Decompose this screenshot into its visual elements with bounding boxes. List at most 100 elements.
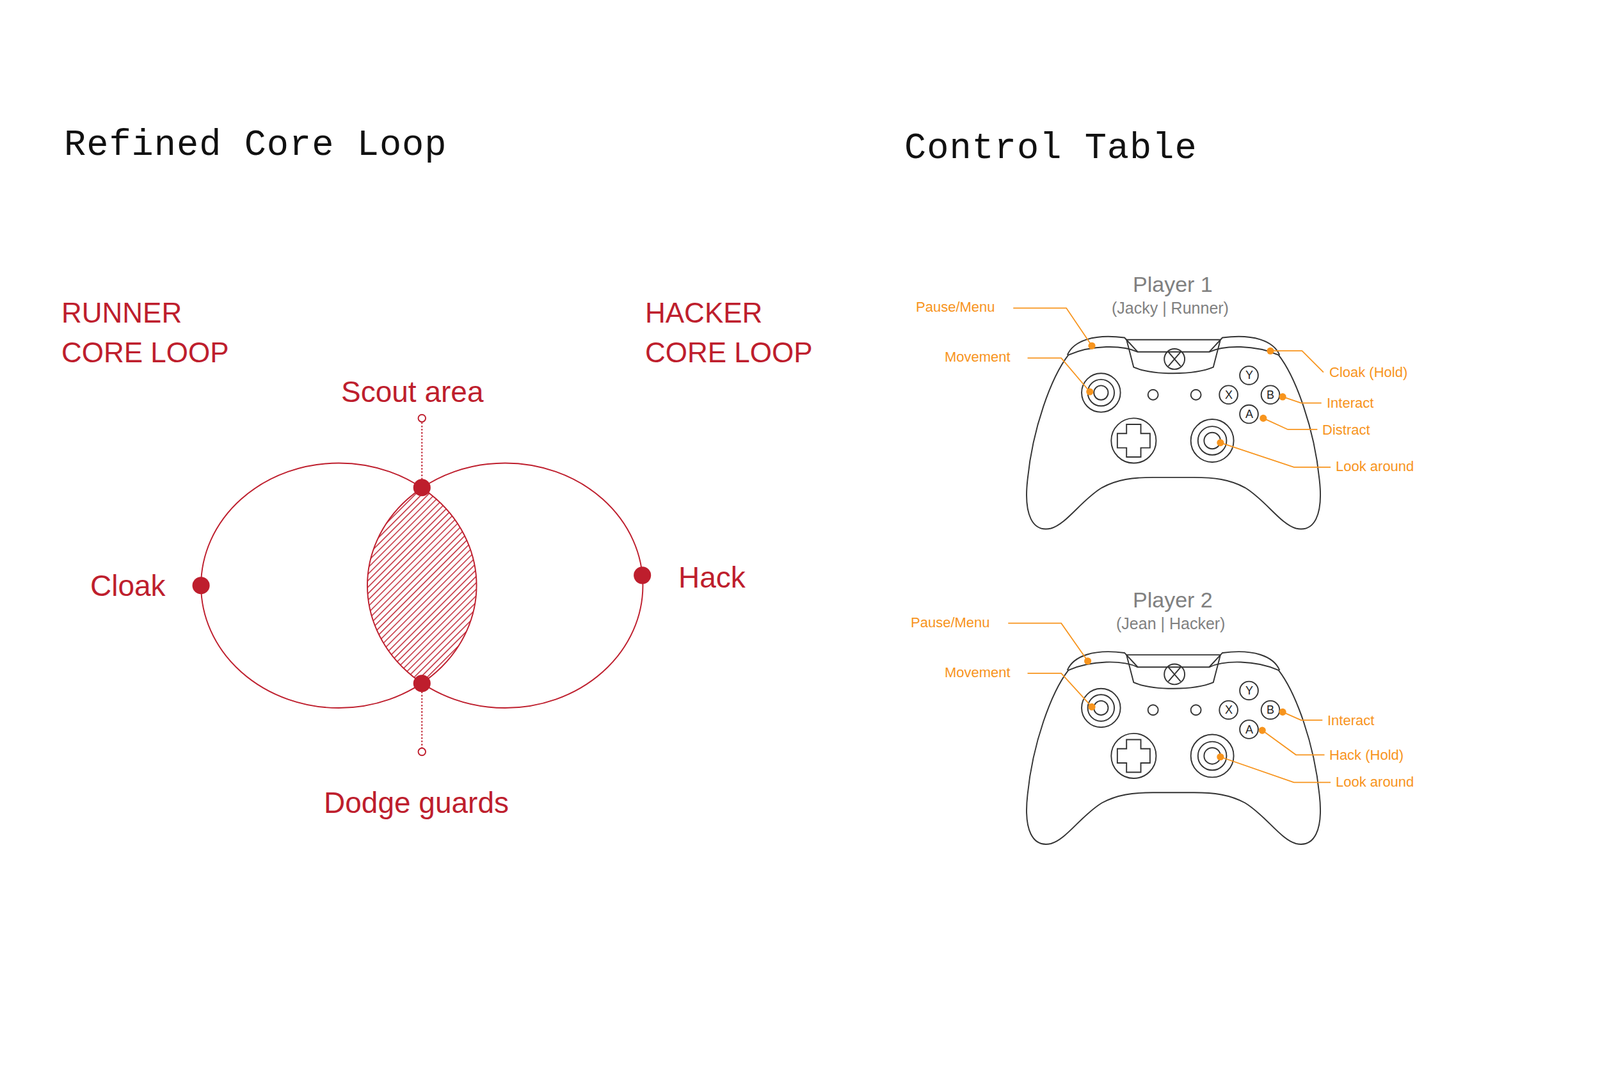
control-label: Cloak (Hold) xyxy=(1329,364,1408,381)
leader-line xyxy=(1263,417,1318,430)
leader-dot xyxy=(1084,657,1092,665)
diagram-title: Refined Core Loop xyxy=(64,124,448,168)
leader-line xyxy=(1282,711,1323,720)
dpad-ring xyxy=(1111,417,1156,463)
dotted-leader xyxy=(421,691,423,749)
loop-label: Cloak xyxy=(90,568,166,603)
loop-label: Hack xyxy=(678,560,746,595)
control-label: Movement xyxy=(944,348,1011,365)
leader-end xyxy=(418,414,426,422)
face-button xyxy=(1239,681,1259,701)
face-button xyxy=(1219,700,1238,720)
face-button xyxy=(1239,405,1259,424)
button-letter: X xyxy=(1224,388,1233,402)
leader-dot xyxy=(1279,392,1287,400)
leader-dot xyxy=(1259,414,1267,422)
control-label: Interact xyxy=(1326,394,1374,411)
leader-dot xyxy=(1088,703,1096,711)
button-letter: X xyxy=(1224,703,1233,717)
leader-end xyxy=(418,748,426,756)
view-button xyxy=(1148,704,1159,715)
hacker-loop-ellipse xyxy=(367,463,643,708)
guide-button xyxy=(1164,663,1185,685)
button-letter: B xyxy=(1266,388,1275,402)
controller xyxy=(1026,336,1321,530)
lens-hatch xyxy=(367,463,643,708)
loop-heading: HACKER CORE LOOP xyxy=(645,293,831,373)
leader-dot xyxy=(1266,347,1274,355)
loop-dot xyxy=(413,674,431,692)
button-letter: Y xyxy=(1245,368,1254,383)
face-button xyxy=(1219,385,1238,404)
right-stick xyxy=(1191,419,1234,463)
control-label: Look around xyxy=(1335,773,1414,790)
control-label: Distract xyxy=(1322,421,1371,438)
guide-panel xyxy=(1126,654,1221,689)
left-stick xyxy=(1081,688,1121,728)
dpad-ring xyxy=(1111,733,1156,779)
left-stick xyxy=(1088,694,1115,721)
face-button xyxy=(1239,366,1259,385)
button-letter: Y xyxy=(1245,684,1254,698)
control-label: Pause/Menu xyxy=(915,298,996,315)
leader-line xyxy=(1027,357,1090,392)
loop-dot xyxy=(413,478,431,496)
dotted-leader xyxy=(421,422,423,480)
control-label: Interact xyxy=(1327,712,1375,729)
leader-line xyxy=(1008,623,1088,662)
loop-label: Dodge guards xyxy=(323,785,509,820)
right-stick xyxy=(1198,741,1227,771)
controller-body xyxy=(1026,661,1321,844)
leader-dot xyxy=(1279,708,1287,716)
player-role: (Jean | Hacker) xyxy=(1116,614,1225,633)
view-button xyxy=(1148,389,1159,400)
section-heading: Control Table xyxy=(904,128,1198,171)
guide-logo xyxy=(1168,666,1181,681)
leader-dot xyxy=(1216,753,1224,761)
leader-dot xyxy=(1216,439,1224,447)
loop-heading: RUNNER CORE LOOP xyxy=(61,293,248,373)
guide-logo xyxy=(1168,352,1181,367)
leader-line xyxy=(1013,307,1092,346)
dpad xyxy=(1117,424,1151,457)
leader-line xyxy=(1270,350,1324,372)
button-letter: A xyxy=(1245,407,1254,422)
control-label: Movement xyxy=(944,664,1011,681)
left-stick xyxy=(1093,385,1108,400)
loop-label: Scout area xyxy=(341,375,484,409)
right-stick xyxy=(1191,734,1234,777)
runner-loop-ellipse xyxy=(200,463,477,708)
face-button xyxy=(1261,385,1280,404)
player-heading: Player 1 xyxy=(1132,272,1213,297)
leader-dot xyxy=(1088,342,1096,350)
guide-panel xyxy=(1126,339,1221,374)
leader-line xyxy=(1027,673,1092,708)
left-stick xyxy=(1093,700,1108,715)
dpad xyxy=(1117,739,1151,772)
loop-dot xyxy=(633,566,651,584)
menu-button xyxy=(1191,389,1202,400)
right-stick xyxy=(1198,426,1227,456)
control-label: Pause/Menu xyxy=(910,614,991,631)
menu-button xyxy=(1191,704,1202,715)
player-role: (Jacky | Runner) xyxy=(1111,298,1229,318)
left-stick xyxy=(1081,373,1121,413)
button-letter: B xyxy=(1266,703,1275,717)
control-label: Look around xyxy=(1335,458,1414,475)
face-button xyxy=(1239,720,1259,739)
leader-line xyxy=(1282,396,1322,404)
control-label: Hack (Hold) xyxy=(1329,746,1404,763)
guide-button xyxy=(1164,348,1185,370)
controller-body xyxy=(1026,346,1321,529)
controller xyxy=(1026,651,1321,845)
loop-dot xyxy=(192,576,210,594)
leader-line xyxy=(1220,442,1331,468)
leader-line xyxy=(1220,757,1331,783)
leader-line xyxy=(1262,730,1325,755)
button-letter: A xyxy=(1245,723,1254,737)
leader-dot xyxy=(1258,727,1266,735)
leader-dot xyxy=(1086,387,1094,395)
face-button xyxy=(1261,700,1280,720)
player-heading: Player 2 xyxy=(1132,587,1213,613)
